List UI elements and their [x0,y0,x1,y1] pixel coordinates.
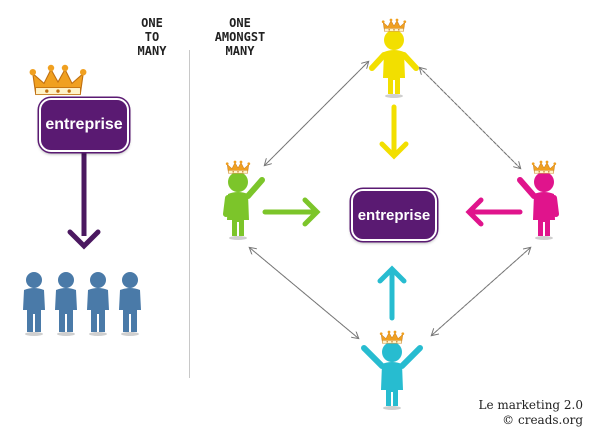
dotted-arrow [431,248,530,336]
section-divider [189,50,190,378]
dotted-arrow [420,68,521,169]
person-icon [23,272,45,336]
crown-icon [381,18,407,32]
left-crown-icon [28,64,88,96]
header-word: MANY [137,44,167,58]
green-person-icon [223,160,265,240]
crown-icon [531,160,557,174]
dotted-connections [250,62,530,338]
yellow-arrow-icon [379,104,409,160]
crown-icon [379,330,405,344]
crown-icon [225,160,251,174]
credit-text: Le marketing 2.0 © creads.org [479,398,584,428]
header-one-amongst-many: ONE AMONGST MANY [205,16,275,58]
header-word: MANY [225,44,255,58]
left-entreprise-label: entreprise [45,116,123,133]
header-word: AMONGST [214,30,266,44]
person-icon [55,272,77,336]
header-word: ONE [141,16,163,30]
dotted-arrow [250,248,359,339]
center-entreprise-label: entreprise [357,206,431,224]
header-word: TO [144,30,160,44]
header-one-to-many: ONE TO MANY [132,16,172,58]
person-icon [119,272,141,336]
center-entreprise-box: entreprise [351,189,437,241]
credit-line: © creads.org [502,413,583,427]
header-word: ONE [229,16,251,30]
left-entreprise-box: entreprise [39,98,129,152]
arrow-head-icon [67,229,101,250]
cyan-person-icon [361,330,423,410]
person-icon [87,272,109,336]
magenta-arrow-icon [465,197,523,227]
credit-line: Le marketing 2.0 [478,398,584,412]
cyan-arrow-icon [377,265,407,321]
yellow-person-icon [369,18,419,98]
dotted-arrow [264,62,368,166]
green-arrow-icon [262,197,321,227]
people-group [23,272,141,336]
magenta-person-icon [517,160,559,240]
